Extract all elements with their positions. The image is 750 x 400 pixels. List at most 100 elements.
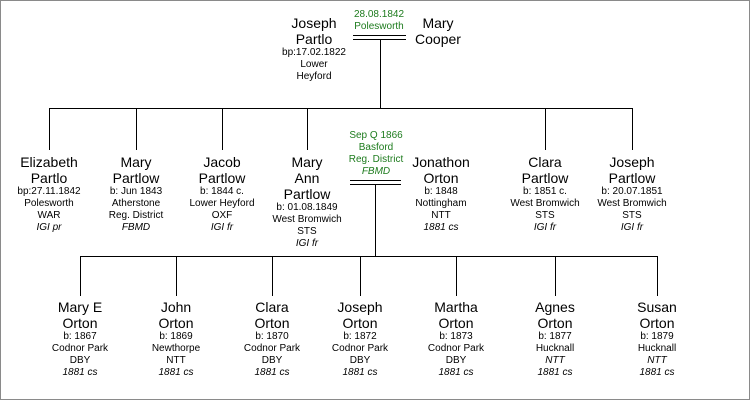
person-source: 1881 cs xyxy=(158,367,194,378)
person-name: Orton xyxy=(438,315,474,331)
marriage-date: 28.08.1842 xyxy=(353,9,405,20)
person-name: Cooper xyxy=(415,31,461,47)
person-detail: Atherstone xyxy=(111,198,161,209)
person-detail: Reg. District xyxy=(108,210,164,221)
marriage-info: 28.08.1842 Polesworth xyxy=(339,9,419,33)
person-source: 1881 cs xyxy=(423,222,459,233)
person-source: 1881 cs xyxy=(639,367,675,378)
person-susan-orton[interactable]: Susan Orton b: 1879 Hucknall NTT 1881 cs xyxy=(617,299,697,379)
person-joseph-partlo[interactable]: Joseph Partlo bp:17.02.1822 Lower Heyfor… xyxy=(269,15,359,83)
person-detail: b: 1879 xyxy=(640,331,674,342)
person-mary-partlow[interactable]: Mary Partlow b: Jun 1843 Atherstone Reg.… xyxy=(96,154,176,234)
person-jacob-partlow[interactable]: Jacob Partlow b: 1844 c. Lower Heyford O… xyxy=(182,154,262,234)
person-detail: b: 1870 xyxy=(255,331,289,342)
person-name: Susan xyxy=(637,299,677,315)
marriage-date: Sep Q 1866 xyxy=(349,130,403,141)
person-jonathon-orton[interactable]: Jonathon Orton b: 1848 Nottingham NTT 18… xyxy=(401,154,481,234)
person-detail: Codnor Park xyxy=(331,343,389,354)
person-name: Martha xyxy=(434,299,478,315)
person-name: Orton xyxy=(423,170,459,186)
person-mary-cooper[interactable]: Mary Cooper xyxy=(403,15,473,47)
descent-line xyxy=(375,184,376,256)
person-name: Joseph xyxy=(291,15,337,31)
child-drop-line xyxy=(555,256,556,296)
person-name: Ann xyxy=(294,170,320,186)
person-name: John xyxy=(160,299,192,315)
marriage-line xyxy=(353,35,406,36)
person-name: Partlow xyxy=(112,170,160,186)
person-source: 1881 cs xyxy=(62,367,98,378)
person-name: Partlow xyxy=(198,170,246,186)
child-drop-line xyxy=(456,256,457,296)
descent-line xyxy=(380,39,381,108)
person-source: 1881 cs xyxy=(537,367,573,378)
person-detail: bp:27.11.1842 xyxy=(17,186,81,197)
person-detail: Heyford xyxy=(296,71,332,82)
person-mary-ann-partlow[interactable]: Mary Ann Partlow b: 01.08.1849 West Brom… xyxy=(267,154,347,250)
person-detail: bp:17.02.1822 xyxy=(282,47,346,58)
child-drop-line xyxy=(307,108,308,150)
person-agnes-orton[interactable]: Agnes Orton b: 1877 Hucknall NTT 1881 cs xyxy=(515,299,595,379)
child-drop-line xyxy=(632,108,633,150)
person-name: Partlow xyxy=(283,186,331,202)
person-name: Orton xyxy=(537,315,573,331)
person-name: Orton xyxy=(158,315,194,331)
person-detail: WAR xyxy=(37,210,61,221)
person-name: Joseph xyxy=(609,154,655,170)
person-detail: DBY xyxy=(445,355,467,366)
person-elizabeth-partlo[interactable]: Elizabeth Partlo bp:27.11.1842 Poleswort… xyxy=(9,154,89,234)
person-source: 1881 cs xyxy=(438,367,474,378)
person-detail: b: 1848 xyxy=(424,186,458,197)
person-detail: West Bromwich xyxy=(272,214,342,225)
marriage-line xyxy=(350,180,401,181)
person-detail: STS xyxy=(535,210,555,221)
person-name: Jonathon xyxy=(412,154,470,170)
child-drop-line xyxy=(545,108,546,150)
person-source: IGI fr xyxy=(533,222,557,233)
person-detail: DBY xyxy=(349,355,371,366)
person-detail: Polesworth xyxy=(24,198,74,209)
person-source: 1881 cs xyxy=(342,367,378,378)
person-source: IGI fr xyxy=(620,222,644,233)
child-drop-line xyxy=(176,256,177,296)
child-drop-line xyxy=(136,108,137,150)
person-detail: Lower Heyford xyxy=(189,198,255,209)
child-drop-line xyxy=(80,256,81,296)
person-name: Partlo xyxy=(30,170,68,186)
person-martha-orton[interactable]: Martha Orton b: 1873 Codnor Park DBY 188… xyxy=(416,299,496,379)
person-name: Jacob xyxy=(203,154,241,170)
person-name: Clara xyxy=(255,299,289,315)
person-name: Agnes xyxy=(535,299,575,315)
person-john-orton[interactable]: John Orton b: 1869 Newthorpe NTT 1881 cs xyxy=(136,299,216,379)
person-detail: OXF xyxy=(211,210,233,221)
person-name: Mary xyxy=(291,154,323,170)
person-detail: STS xyxy=(297,226,317,237)
person-name: Mary xyxy=(120,154,152,170)
person-detail: Newthorpe xyxy=(151,343,201,354)
marriage-place: Reg. District xyxy=(348,154,404,165)
person-detail: Nottingham xyxy=(415,198,467,209)
person-clara-orton[interactable]: Clara Orton b: 1870 Codnor Park DBY 1881… xyxy=(232,299,312,379)
person-detail: b: Jun 1843 xyxy=(109,186,163,197)
person-name: Joseph xyxy=(337,299,383,315)
marriage-line xyxy=(353,39,406,40)
person-name: Mary E xyxy=(57,299,103,315)
person-detail: b: 1877 xyxy=(538,331,572,342)
sibling-line xyxy=(49,108,632,109)
person-mary-e-orton[interactable]: Mary E Orton b: 1867 Codnor Park DBY 188… xyxy=(40,299,120,379)
person-detail: b: 1873 xyxy=(439,331,473,342)
person-detail: b: 01.08.1849 xyxy=(276,202,338,213)
person-joseph-partlow[interactable]: Joseph Partlow b: 20.07.1851 West Bromwi… xyxy=(589,154,675,234)
person-name: Partlow xyxy=(608,170,656,186)
person-source: 1881 cs xyxy=(254,367,290,378)
person-detail: b: 1851 c. xyxy=(523,186,567,197)
person-name: Partlow xyxy=(521,170,569,186)
person-detail: b: 1872 xyxy=(343,331,377,342)
person-clara-partlow[interactable]: Clara Partlow b: 1851 c. West Bromwich S… xyxy=(504,154,586,234)
person-detail: Codnor Park xyxy=(51,343,109,354)
person-detail: DBY xyxy=(69,355,91,366)
person-joseph-orton[interactable]: Joseph Orton b: 1872 Codnor Park DBY 188… xyxy=(320,299,400,379)
marriage-place: Polesworth xyxy=(354,21,404,32)
person-name: Clara xyxy=(528,154,562,170)
